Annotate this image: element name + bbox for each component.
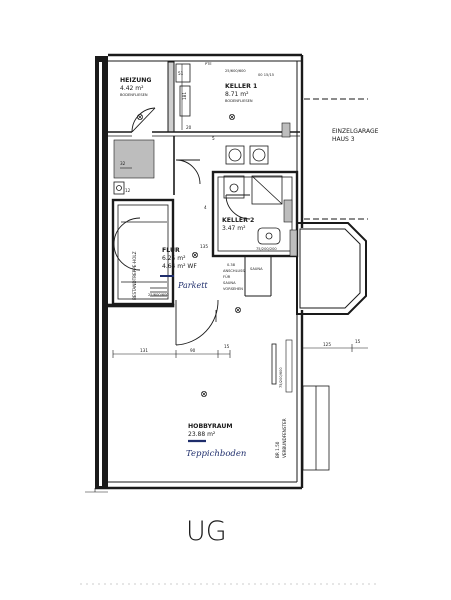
haus-label: HAUS 3 — [332, 136, 355, 143]
room-heizung-area: 4.42 m² — [120, 85, 144, 92]
dim-131: 131 — [140, 348, 148, 353]
stair-label: BESTANDTREPPE-HOLZ — [132, 251, 137, 300]
room-hobby-area: 23.88 m² — [188, 431, 216, 438]
stairs — [121, 221, 167, 297]
room-keller2-name: KELLER 2 — [222, 217, 254, 224]
room-flur-name: FLUR — [162, 247, 180, 254]
dim-038: 0.38 — [227, 263, 236, 267]
dim-12: 12 — [125, 188, 131, 193]
flur-handwritten: Parkett — [177, 281, 208, 290]
window-code-hobby: 75/200/600 — [279, 367, 283, 388]
floor-label: UG — [186, 516, 227, 547]
dim-51: 51 — [178, 71, 184, 76]
room-flur-area1: 6.25 m² — [162, 255, 186, 262]
anschluss-line2: FÜR — [223, 274, 231, 279]
doors — [113, 107, 251, 346]
wall-hatching — [107, 122, 298, 393]
dim-5: 5 — [212, 136, 215, 141]
dim-125: 125 — [323, 342, 331, 347]
garage-outline — [304, 98, 368, 220]
window-lower-right — [302, 385, 330, 471]
room-keller1-area: 8.71 m² — [225, 91, 249, 98]
window-code-flur: 25/600/600 — [148, 293, 169, 297]
window-vertical-label: VERBUNDFENSTER — [282, 418, 287, 458]
dim-4: 4 — [204, 205, 207, 210]
room-heizung-note: BODENFLIESEN — [120, 93, 148, 97]
garage-label: EINZELGARAGE — [332, 128, 379, 135]
window-br-label: BR 1.50 — [275, 441, 280, 458]
window-code-k2: 75/200/200 — [256, 247, 277, 251]
room-keller1-name: KELLER 1 — [225, 83, 257, 90]
room-keller2-area: 3.47 m² — [222, 225, 246, 232]
dim-32: 32 — [120, 161, 126, 166]
anschluss-line3: SAUNA — [223, 281, 236, 285]
sauna-label: SAUNA — [250, 267, 263, 271]
dimension-lines — [112, 64, 368, 358]
room-flur-area2: 4.64 m² WF — [162, 263, 197, 270]
small-top-label: PTE — [205, 62, 212, 66]
room-hobby-name: HOBBYRAUM — [188, 423, 233, 430]
dim-90: 90 — [190, 348, 196, 353]
anschluss-line4: VORSEHEN — [223, 287, 243, 291]
fixtures — [113, 63, 283, 385]
tiny-code-top: 00 15/15 — [258, 73, 274, 77]
dim-15b: 15 — [355, 339, 361, 344]
dim-135: 135 — [200, 244, 208, 249]
dim-15a: 15 — [224, 344, 230, 349]
window-code-top: 25/600/600 — [225, 69, 246, 73]
anschluss-line1: ANSCHLUSS — [223, 269, 245, 273]
room-keller1-note: BODENFLIESEN — [225, 99, 253, 103]
dim-20: 20 — [186, 125, 192, 130]
bay-projection — [296, 222, 367, 315]
exterior-stripes — [85, 488, 108, 493]
ceiling-lights — [137, 114, 241, 397]
hobby-handwritten: Teppichboden — [186, 449, 246, 459]
dim-181: 181 — [182, 92, 187, 100]
room-heizung-name: HEIZUNG — [120, 77, 151, 84]
exterior-walls — [95, 53, 304, 490]
